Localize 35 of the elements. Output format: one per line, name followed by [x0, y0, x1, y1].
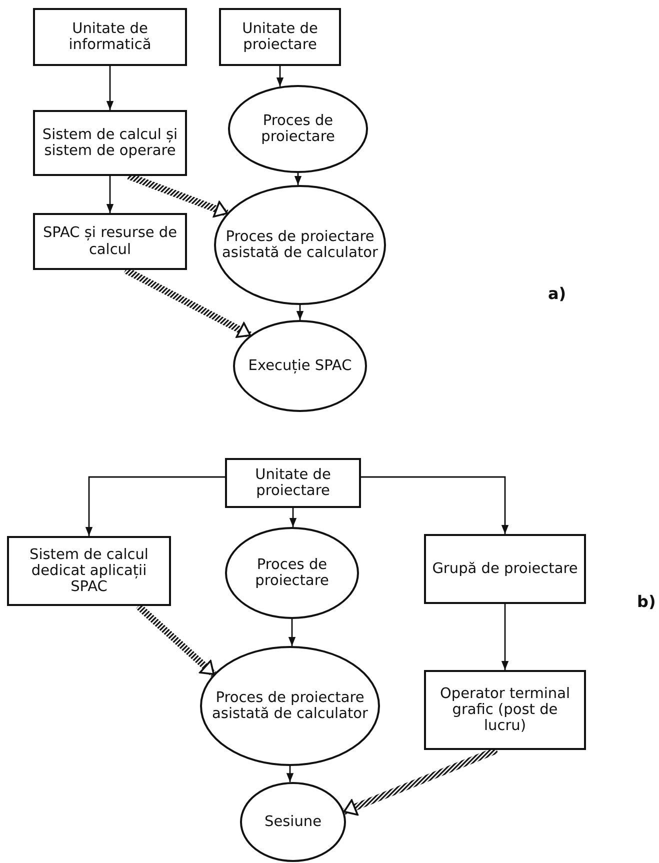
arrow	[288, 619, 296, 646]
node-text: Unitate de informatică	[68, 20, 152, 54]
node-text: Sistem de calcul dedicat aplicații SPAC	[28, 546, 150, 596]
node-text: Proces de proiectare	[260, 112, 336, 146]
arrow	[361, 476, 509, 534]
panel-label: a)	[548, 284, 566, 303]
node-text: Proces de proiectare asistată de calculator	[211, 690, 369, 722]
node-text: Unitate de proiectare	[241, 20, 319, 54]
unit-box	[33, 8, 187, 66]
arrow	[501, 604, 509, 670]
arrow	[106, 66, 114, 110]
arrow	[276, 66, 284, 86]
node-text: Unitate de proiectare	[254, 466, 332, 500]
arrow	[294, 173, 302, 186]
panel-label: b)	[637, 592, 656, 611]
arrow	[85, 476, 225, 536]
node-text: Sistem de calcul și sistem de operare	[41, 126, 179, 160]
node-text: Grupă de proiectare	[431, 560, 579, 578]
node-text: Proces de proiectare	[254, 556, 330, 590]
arrow	[296, 305, 304, 320]
unit-box	[424, 534, 586, 604]
unit-box	[33, 110, 187, 176]
unit-box	[7, 536, 171, 606]
unit-box	[424, 670, 586, 750]
node-text: Operator terminal grafic (post de lucru)	[438, 686, 572, 734]
node-text: Proces de proiectare asistată de calculator	[221, 228, 379, 262]
unit-box	[225, 458, 361, 508]
arrow	[106, 176, 114, 213]
unit-box	[219, 8, 341, 66]
node-text: Execuție SPAC	[247, 358, 353, 374]
arrow	[286, 766, 294, 782]
arrow	[289, 508, 297, 527]
unit-box	[33, 213, 187, 270]
node-text: SPAC și resurse de calcul	[42, 225, 178, 258]
node-text: Sesiune	[263, 814, 322, 830]
